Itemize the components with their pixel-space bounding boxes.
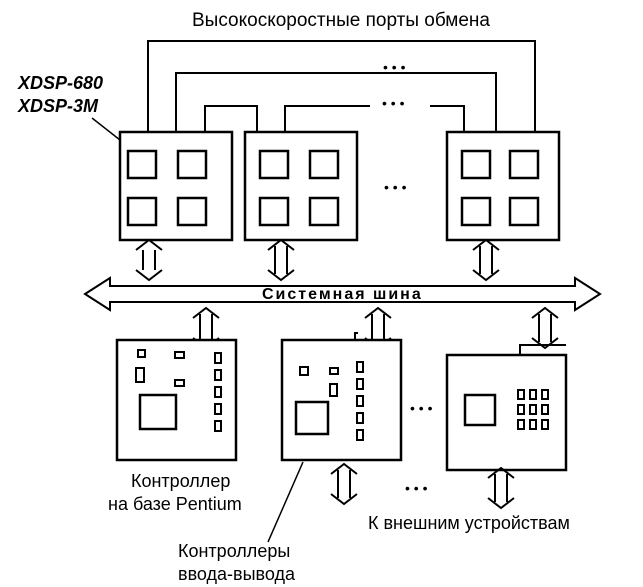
small-chip	[137, 349, 146, 358]
double-arrow-board1-bus	[135, 238, 163, 282]
dsp-chip	[176, 149, 208, 180]
double-arrow-board2-bus	[267, 238, 295, 282]
dsp-board-1	[118, 130, 234, 242]
xdsp-pointer	[91, 117, 121, 141]
small-chip	[356, 429, 364, 441]
ellipsis-boards: • • •	[384, 179, 407, 195]
dsp-chip	[126, 196, 158, 227]
port-links	[147, 40, 542, 150]
port-link-box1-box2	[204, 105, 264, 150]
small-chip	[329, 383, 338, 397]
io-chip	[463, 393, 497, 427]
small-chip	[299, 366, 309, 376]
small-chip	[517, 404, 525, 415]
port-link-box2-box3	[284, 105, 370, 132]
system-bus	[83, 276, 602, 312]
io-pointer	[267, 461, 304, 543]
small-chip	[356, 412, 364, 424]
small-chip	[329, 367, 339, 375]
small-chip	[529, 389, 537, 400]
ellipsis-external: • • •	[405, 480, 428, 496]
small-chip	[529, 404, 537, 415]
board-bus-connectors	[135, 238, 500, 282]
io-chip	[294, 400, 330, 436]
ellipsis-ports-2: • • •	[382, 95, 405, 111]
small-chip	[517, 389, 525, 400]
dsp-board-3	[445, 130, 561, 242]
dsp-chip	[460, 149, 492, 180]
system-bus-label: Системная шина	[262, 286, 423, 303]
small-chip	[541, 404, 549, 415]
double-arrow-ext1	[330, 462, 358, 506]
dsp-chip	[508, 196, 540, 227]
io-controller-board-2	[445, 344, 568, 472]
dsp-chip	[258, 149, 290, 180]
small-chip	[174, 351, 185, 359]
ellipsis-controllers: • • •	[410, 400, 433, 416]
dsp-chip	[258, 196, 290, 227]
small-chip	[214, 386, 222, 398]
port-link-outer	[147, 40, 542, 150]
small-chip	[356, 361, 364, 373]
small-chip	[529, 419, 537, 430]
pentium-controller-board	[115, 338, 238, 462]
io-label-line1: Контроллеры	[178, 541, 290, 561]
small-chip	[356, 378, 364, 390]
dsp-chip	[126, 149, 158, 180]
small-chip	[541, 389, 549, 400]
small-chip	[517, 419, 525, 430]
external-devices-label: К внешним устройствам	[368, 513, 570, 533]
ports-label: Высокоскоростные порты обмена	[192, 10, 490, 31]
pentium-label-line1: Контроллер	[131, 471, 230, 491]
xdsp-3m-label: XDSP-3M	[17, 96, 99, 116]
dsp-chip	[176, 196, 208, 227]
small-chip	[214, 369, 222, 381]
small-chip	[135, 367, 145, 383]
double-arrow-bus-ctrl3	[531, 306, 559, 350]
dsp-chip	[460, 196, 492, 227]
dsp-chip	[308, 196, 340, 227]
small-chip	[356, 395, 364, 407]
double-arrow-board3-bus	[472, 238, 500, 282]
dsp-board-2	[243, 130, 359, 242]
cpu-chip	[138, 393, 178, 431]
small-chip	[174, 379, 185, 387]
dsp-chip	[308, 149, 340, 180]
small-chip	[214, 352, 222, 364]
small-chip	[541, 419, 549, 430]
small-chip	[214, 420, 222, 432]
double-arrow-ext2	[487, 466, 515, 510]
dsp-chip	[508, 149, 540, 180]
io-controller-board	[280, 332, 403, 462]
io-label-line2: ввода-вывода	[178, 564, 296, 584]
external-connectors	[330, 462, 515, 510]
port-link-inner-1	[175, 72, 503, 150]
ellipsis-ports: • • •	[383, 59, 406, 75]
pentium-label-line2: на базе Pentium	[108, 494, 242, 514]
small-chip	[214, 403, 222, 415]
xdsp-680-label: XDSP-680	[17, 73, 103, 93]
